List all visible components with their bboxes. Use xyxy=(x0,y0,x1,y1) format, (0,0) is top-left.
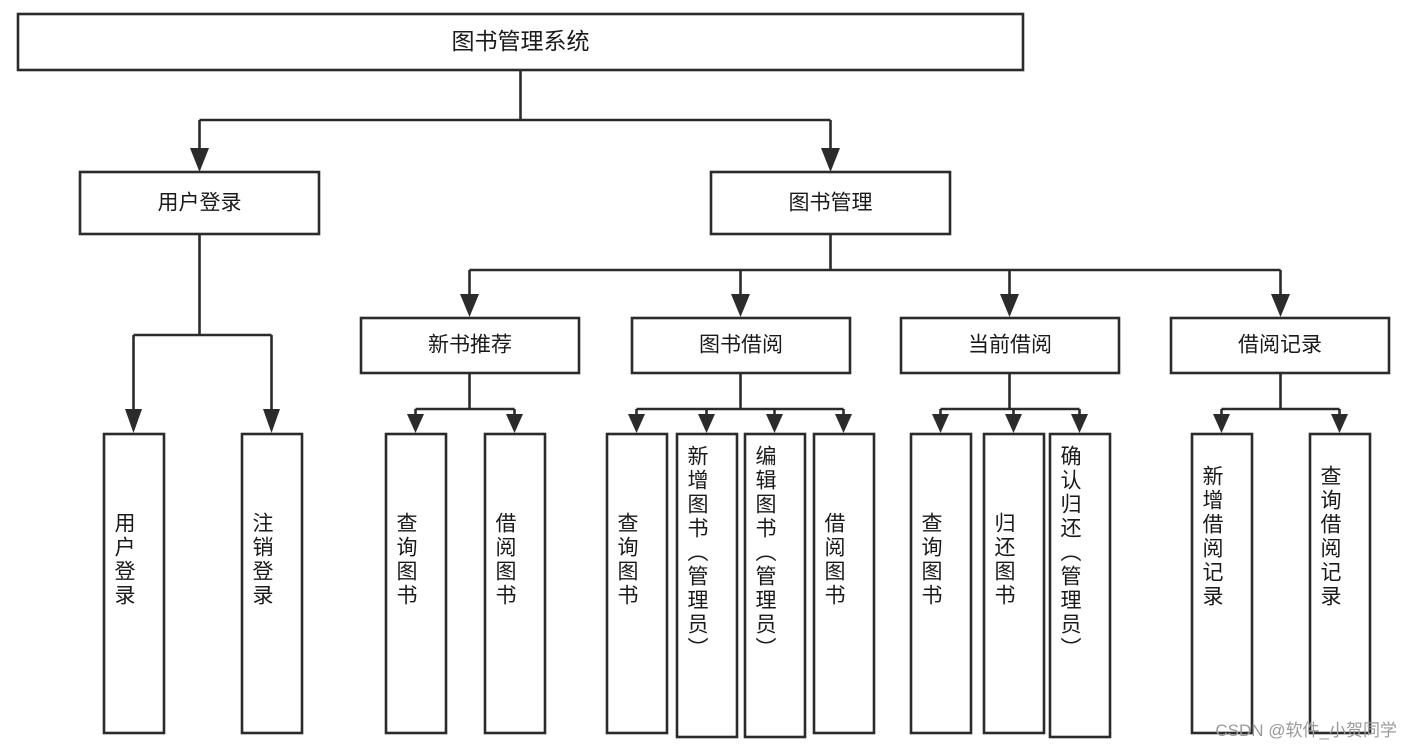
arrow-head-leaf-borrow-book-1 xyxy=(506,414,523,433)
connector-group-book-manage xyxy=(460,234,1290,317)
node-user-login-label: 用户登录 xyxy=(158,192,242,215)
connector-group-new-book-recommend xyxy=(407,373,523,433)
node-user-login-box[interactable] xyxy=(78,170,321,236)
node-new-book-recommend-box[interactable] xyxy=(359,316,581,375)
arrow-head-leaf-query-book-3 xyxy=(932,414,949,433)
leaf-borrow-book-1-box[interactable] xyxy=(483,432,547,735)
node-current-borrow-label: 当前借阅 xyxy=(968,334,1052,357)
node-new-book-recommend[interactable]: 新书推荐 xyxy=(359,316,581,375)
node-book-borrow-box[interactable] xyxy=(630,316,852,375)
arrow-head-current-borrow xyxy=(1000,294,1019,317)
arrow-head-leaf-return-book xyxy=(1005,414,1022,433)
arrow-head-book-manage xyxy=(821,148,840,172)
arrow-head-leaf-edit-book xyxy=(766,414,783,433)
leaf-query-record-box[interactable] xyxy=(1308,432,1372,735)
arrow-head-leaf-query-record xyxy=(1331,414,1348,433)
arrow-head-leaf-add-record xyxy=(1213,414,1230,433)
leaf-user-login-box[interactable] xyxy=(102,432,166,735)
node-root[interactable]: 图书管理系统 xyxy=(16,12,1025,72)
leaf-return-book-box[interactable] xyxy=(982,432,1046,735)
node-book-borrow-label: 图书借阅 xyxy=(699,334,783,357)
leaf-user-logout-box[interactable] xyxy=(240,432,304,735)
leaf-add-book-box[interactable] xyxy=(675,432,739,739)
node-root-label: 图书管理系统 xyxy=(452,28,590,54)
connector-group-current-borrow xyxy=(932,373,1088,433)
node-current-borrow[interactable]: 当前借阅 xyxy=(899,316,1121,375)
node-book-manage[interactable]: 图书管理 xyxy=(709,170,952,236)
arrow-head-new-book-recommend xyxy=(460,294,479,317)
arrow-head-user-login xyxy=(190,148,209,172)
node-borrow-record-box[interactable] xyxy=(1169,316,1391,375)
node-current-borrow-box[interactable] xyxy=(899,316,1121,375)
csdn-watermark: CSDN @软件_小贺同学 xyxy=(1215,721,1397,740)
leaf-confirm-return-box[interactable] xyxy=(1048,432,1112,739)
node-book-manage-box[interactable] xyxy=(709,170,952,236)
node-book-manage-label: 图书管理 xyxy=(789,192,873,215)
node-borrow-record[interactable]: 借阅记录 xyxy=(1169,316,1391,375)
arrow-head-leaf-query-book-1 xyxy=(407,414,424,433)
connector-group-root xyxy=(190,70,840,172)
leaf-boxes xyxy=(102,432,1372,739)
node-book-borrow[interactable]: 图书借阅 xyxy=(630,316,852,375)
leaf-query-book-3-box[interactable] xyxy=(909,432,973,735)
leaf-query-book-2-box[interactable] xyxy=(605,432,669,735)
arrow-head-borrow-record xyxy=(1271,294,1290,317)
leaf-add-record-box[interactable] xyxy=(1190,432,1254,735)
node-root-box[interactable] xyxy=(16,12,1025,72)
arrow-head-leaf-user-login xyxy=(125,409,142,433)
node-borrow-record-label: 借阅记录 xyxy=(1238,334,1322,357)
arrow-head-leaf-add-book xyxy=(698,414,715,433)
leaf-borrow-book-2-box[interactable] xyxy=(812,432,876,735)
arrow-head-leaf-user-logout xyxy=(263,409,280,433)
node-user-login[interactable]: 用户登录 xyxy=(78,170,321,236)
arrow-head-leaf-confirm-return xyxy=(1071,414,1088,433)
arrow-head-leaf-borrow-book-2 xyxy=(835,414,852,433)
connector-group-borrow-record xyxy=(1213,373,1348,433)
leaf-query-book-1-box[interactable] xyxy=(384,432,448,735)
arrow-head-leaf-query-book-2 xyxy=(628,414,645,433)
arrow-head-book-borrow xyxy=(731,294,750,317)
connector-group-book-borrow xyxy=(628,373,852,433)
connector-group-user-login xyxy=(125,234,280,433)
leaf-edit-book-box[interactable] xyxy=(743,432,807,739)
node-new-book-recommend-label: 新书推荐 xyxy=(428,334,512,357)
